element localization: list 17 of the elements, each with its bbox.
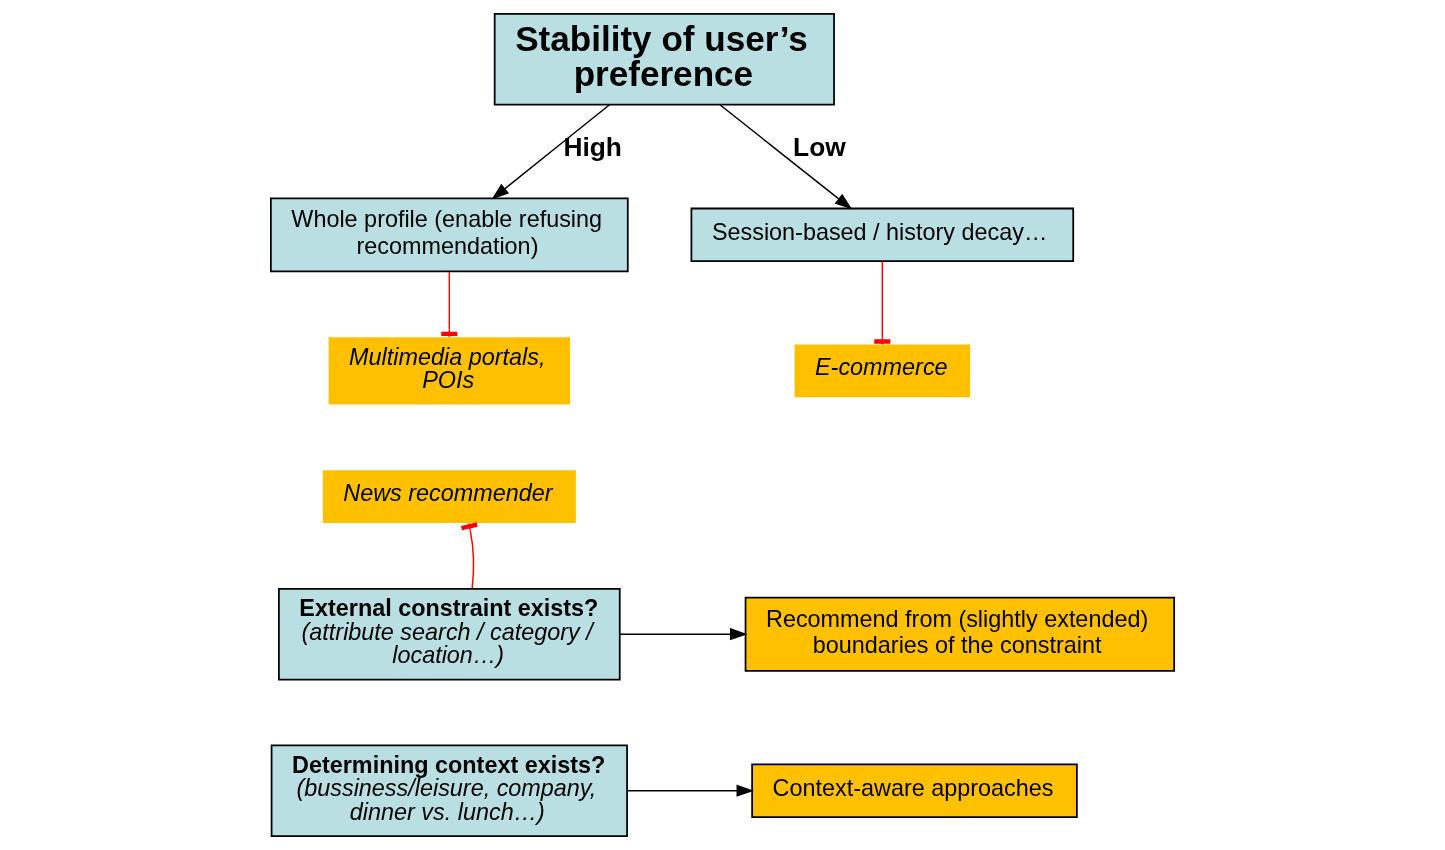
arrow <box>491 104 611 200</box>
node-box: Recommend from (slightly extended) boundaries of the constraint <box>744 596 1176 672</box>
node-box: Session-based / history decay… <box>690 207 1075 263</box>
connector <box>461 522 478 590</box>
node-box: Stability of user’s preference <box>493 13 835 106</box>
node-box: E-commerce <box>794 344 971 398</box>
node-box: Multimedia portals, POIs <box>328 337 570 405</box>
node-box: Context-aware approaches <box>751 763 1078 818</box>
arrow <box>619 628 748 641</box>
edge-label: Low <box>793 132 846 163</box>
arrow <box>719 104 853 210</box>
edge-label: High <box>563 132 622 163</box>
arrow <box>626 784 755 797</box>
node-box: External constraint exists? (attribute search / category / location…) <box>278 587 621 681</box>
node-box: News recommender <box>322 470 576 523</box>
node-box: Whole profile (enable refusing recommendation) <box>269 197 629 273</box>
node-box: Determining context exists? (bussiness/leisure, company, dinner vs. lunch…) <box>270 744 628 837</box>
